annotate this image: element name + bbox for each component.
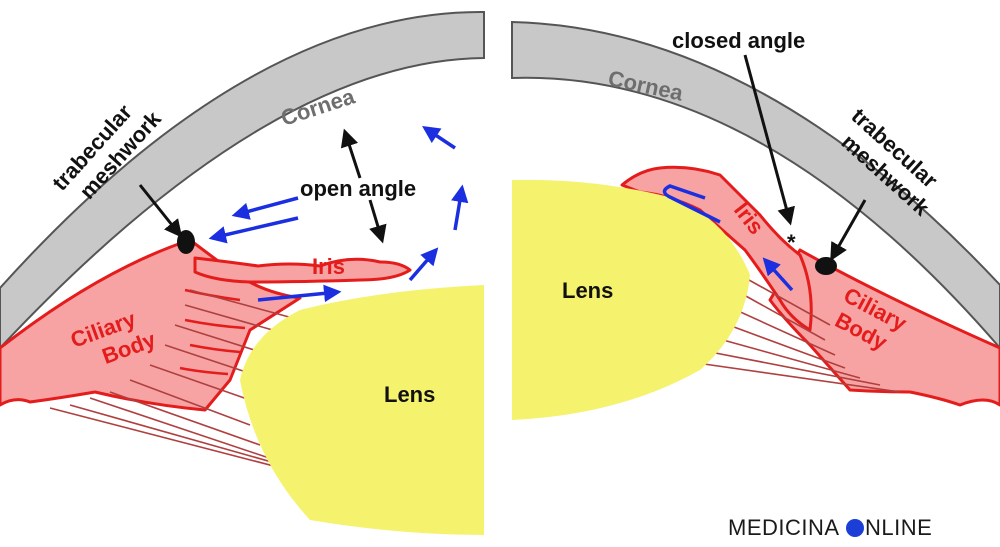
closed-angle-label: closed angle (672, 28, 805, 53)
watermark-right: NLINE (864, 515, 933, 540)
flow-arrow-3 (451, 184, 469, 231)
flow-arrow-5 (231, 196, 299, 220)
flow-arrow-1 (257, 284, 342, 303)
left-lens (240, 285, 484, 535)
left-iris-label: Iris (312, 254, 345, 279)
blue-flow-arrows (208, 126, 794, 303)
asterisk-mark: * (787, 230, 796, 255)
watermark: MEDICINA NLINE (728, 515, 932, 541)
flow-arrow-hook (662, 184, 721, 224)
right-cornea (511, 20, 1000, 350)
left-panel-open-angle (0, 10, 485, 535)
open-angle-down-arrow (368, 199, 387, 244)
right-iris (620, 165, 813, 332)
left-lens-label: Lens (384, 382, 435, 407)
black-pointer-arrows (138, 54, 867, 262)
right-lens (512, 179, 750, 420)
closed-angle-pointer-arrow (743, 54, 795, 226)
watermark-left: MEDICINA (728, 515, 839, 540)
left-trabecular-pointer-arrow (138, 184, 183, 238)
flow-arrow-4 (422, 126, 456, 150)
left-iris (193, 256, 412, 284)
right-ciliary-body (768, 248, 1000, 407)
open-angle-label: open angle (300, 176, 416, 201)
right-zonule-fibers (689, 274, 901, 393)
flow-arrow-2 (408, 247, 439, 282)
right-lens-label: Lens (562, 278, 613, 303)
open-angle-up-arrow (340, 128, 362, 179)
flow-arrow-6 (208, 216, 299, 244)
right-panel-closed-angle (511, 20, 1000, 420)
right-trabecular-meshwork-dot (815, 257, 837, 275)
left-ciliary-body (0, 238, 302, 412)
watermark-dot-icon (845, 519, 864, 537)
right-trabecular-pointer-arrow (830, 199, 867, 262)
flow-arrow-7 (762, 257, 794, 292)
